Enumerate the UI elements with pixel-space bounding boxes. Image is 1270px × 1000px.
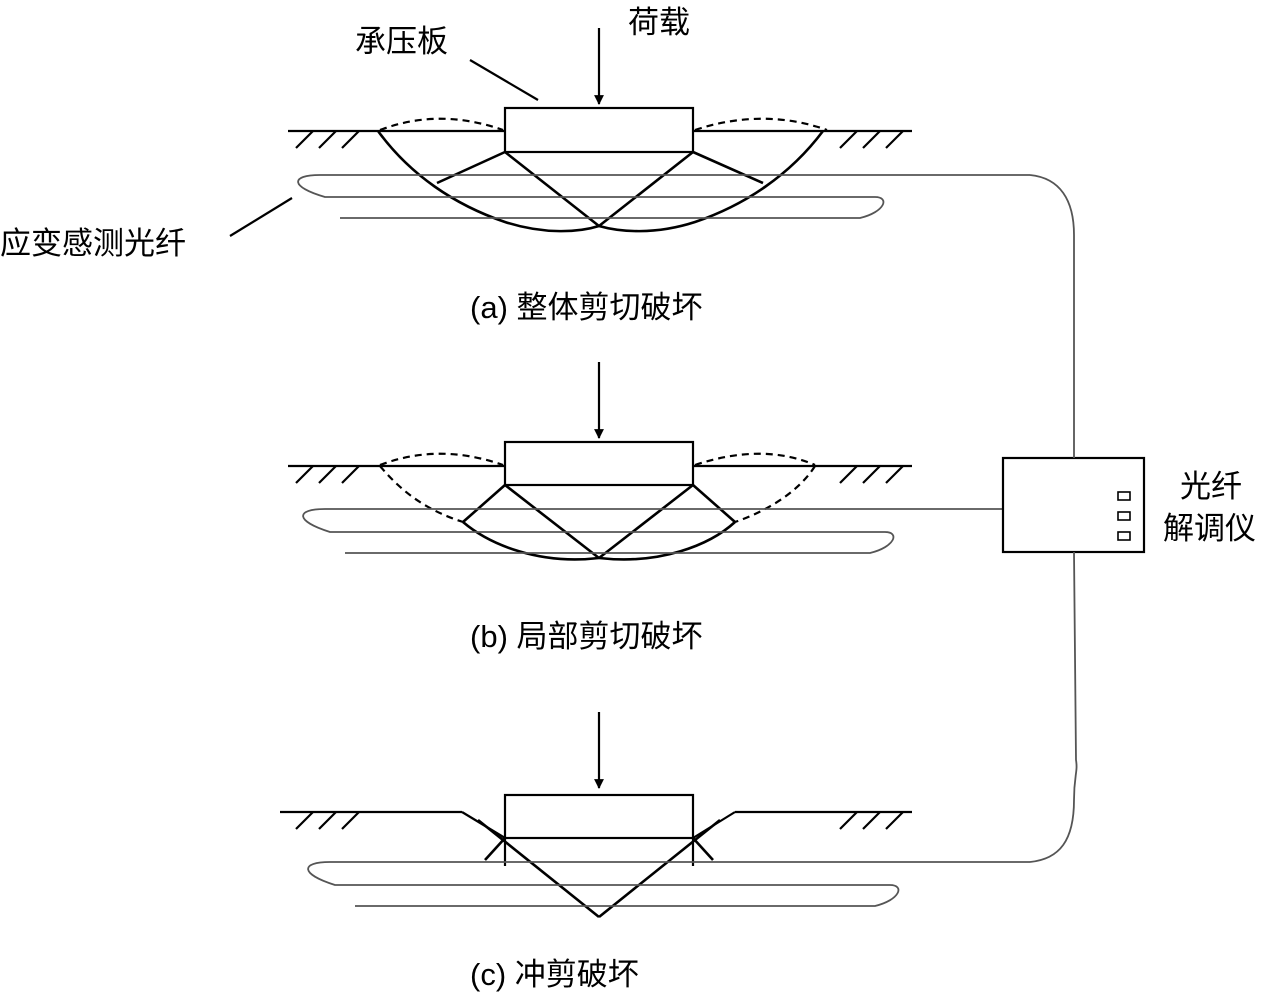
fiber-demodulator bbox=[1001, 174, 1146, 863]
panel-c bbox=[280, 712, 1030, 919]
slip-surfaces-b bbox=[462, 483, 736, 561]
demodulator-label-line1: 光纤 bbox=[1180, 469, 1242, 504]
panel-b bbox=[288, 362, 1003, 561]
slip-surfaces-c bbox=[477, 818, 721, 919]
cable-c bbox=[1029, 551, 1078, 863]
heave-right-a bbox=[694, 117, 828, 132]
caption-c: (c) 冲剪破坏 bbox=[470, 957, 639, 992]
fiber-leader bbox=[229, 197, 293, 237]
bearing-plate-b bbox=[503, 440, 695, 487]
demodulator-label-line2: 解调仪 bbox=[1163, 511, 1256, 546]
bearing-plate-c bbox=[503, 793, 695, 840]
fiber-loop-c bbox=[307, 861, 1030, 907]
heave-left-a bbox=[379, 117, 504, 132]
heave-right-b bbox=[694, 452, 816, 467]
fiber-loop-a bbox=[297, 174, 1030, 219]
fiber-loop-b bbox=[302, 508, 1003, 554]
demodulator-box bbox=[1001, 456, 1146, 554]
bearing-plate-label: 承压板 bbox=[355, 24, 448, 59]
load-label: 荷载 bbox=[628, 5, 690, 40]
bearing-plate-a bbox=[503, 106, 695, 154]
ground-hatch-c bbox=[295, 811, 904, 830]
panel-a bbox=[288, 28, 1030, 233]
caption-b: (b) 局部剪切破坏 bbox=[470, 619, 703, 654]
ground-hatch-a bbox=[295, 130, 904, 149]
ground-hatch-b bbox=[295, 465, 904, 484]
cable-a bbox=[1029, 174, 1075, 458]
dashed-slip-left-b bbox=[379, 465, 464, 524]
slip-surfaces-a bbox=[376, 130, 825, 233]
strain-fiber-label: 应变感测光纤 bbox=[0, 226, 186, 261]
bearing-plate-leader bbox=[469, 59, 539, 101]
dashed-slip-right-b bbox=[734, 465, 816, 524]
demodulator-indicators bbox=[1117, 491, 1131, 541]
caption-a: (a) 整体剪切破坏 bbox=[470, 290, 703, 325]
heave-left-b bbox=[379, 452, 504, 467]
